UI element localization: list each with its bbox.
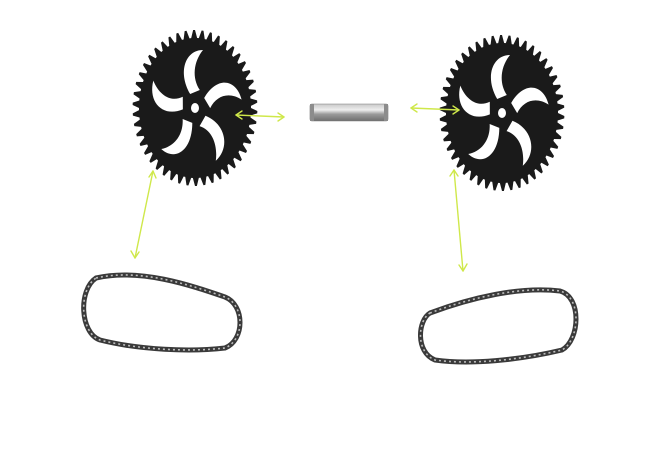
sprocket-spoke-cutout — [506, 120, 532, 166]
sprocket-spoke-cutout — [183, 50, 204, 94]
sprocket-spoke-cutout — [490, 55, 511, 99]
sprocket-spoke-cutout — [161, 119, 193, 155]
sprocket-bore — [498, 108, 506, 118]
connector-arrows — [130, 103, 468, 272]
sprocket-bore — [191, 103, 199, 113]
sprocket-left-spokes — [152, 50, 242, 161]
sprocket-right-spokes — [459, 55, 549, 166]
sprocket-spoke-cutout — [199, 115, 225, 161]
chain-right-icon — [418, 287, 579, 365]
arrow-sprocket-right-to-chain-right — [449, 169, 468, 272]
chain-right-outline — [418, 287, 579, 365]
sprocket-left-icon — [132, 30, 258, 186]
chain-left-links — [82, 274, 241, 351]
sprocket-spoke-cutout — [468, 124, 500, 160]
sprocket-right-icon — [439, 35, 565, 191]
arrow-sprocket-left-to-axle — [235, 110, 285, 122]
arrow-axle-to-sprocket-right — [410, 103, 460, 115]
sprocket-spoke-cutout — [204, 82, 242, 109]
sprocket-spoke-cutout — [152, 80, 183, 112]
chain-left-outline — [81, 272, 243, 353]
sprocket-spoke-cutout — [459, 85, 490, 117]
axle-icon — [309, 103, 389, 122]
chain-right-links — [419, 289, 577, 363]
sprocket-spoke-cutout — [511, 87, 549, 114]
arrow-sprocket-left-to-chain-left — [130, 170, 157, 259]
chain-left-icon — [81, 272, 243, 353]
